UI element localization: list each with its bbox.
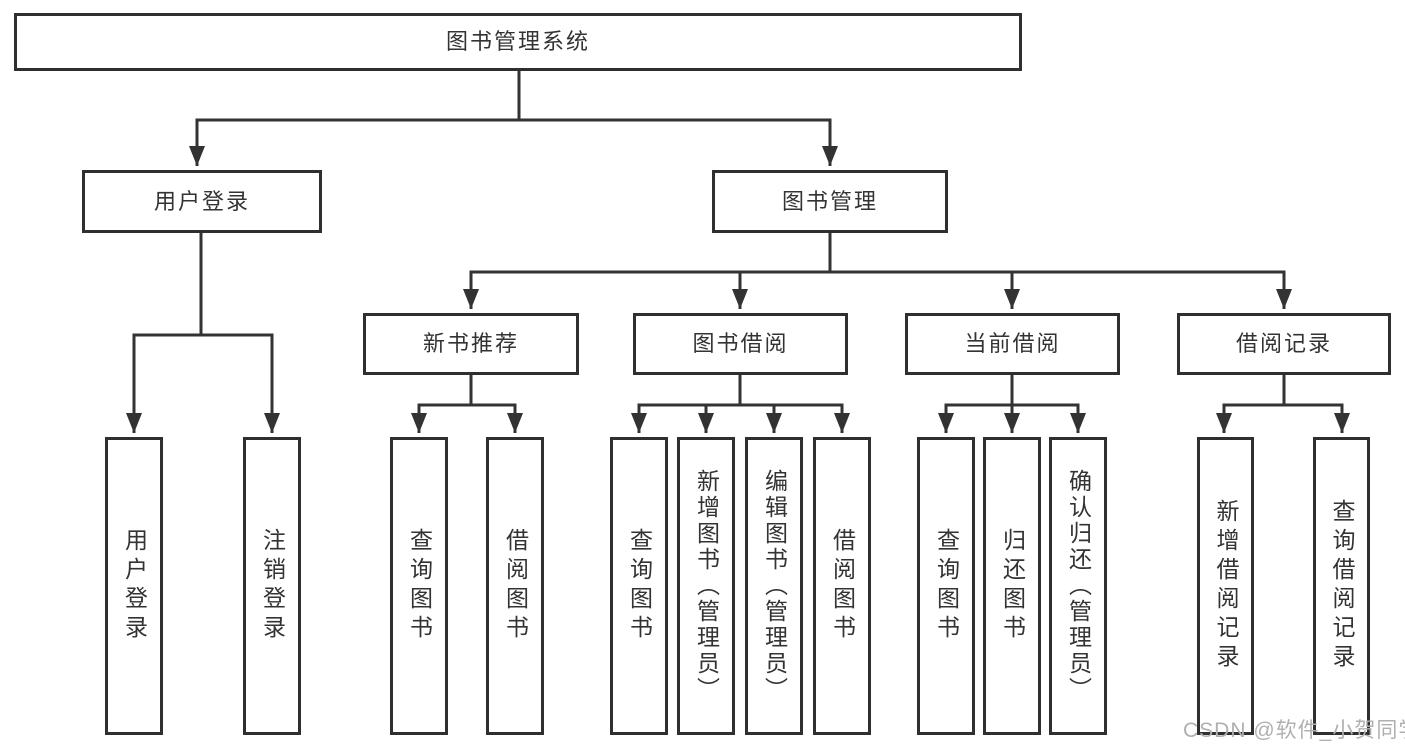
leaf-add-book-admin: 新增图书（管理员）	[677, 437, 735, 735]
node-borrow-records-label: 借阅记录	[1235, 331, 1332, 356]
node-new-book-recommend-label: 新书推荐	[422, 331, 519, 356]
leaf-borrow-books-2-label: 借阅图书	[829, 528, 856, 644]
node-user-login: 用户登录	[82, 170, 322, 233]
node-current-borrow: 当前借阅	[905, 313, 1120, 375]
leaf-edit-book-admin: 编辑图书（管理员）	[745, 437, 803, 735]
leaf-query-books-1-label: 查询图书	[406, 528, 433, 644]
leaf-return-book-label: 归还图书	[999, 528, 1026, 644]
node-current-borrow-label: 当前借阅	[964, 331, 1061, 356]
leaf-query-books-1: 查询图书	[390, 437, 448, 735]
leaf-query-books-3-label: 查询图书	[933, 528, 960, 644]
node-book-management: 图书管理	[712, 170, 948, 233]
node-root-label: 图书管理系统	[445, 29, 590, 54]
node-book-borrow-label: 图书借阅	[692, 331, 789, 356]
leaf-borrow-books-2: 借阅图书	[813, 437, 871, 735]
leaf-query-borrow-record-label: 查询借阅记录	[1329, 499, 1355, 673]
leaf-confirm-return-admin-label: 确认归还（管理员）	[1065, 469, 1092, 703]
leaf-user-login-label: 用户登录	[121, 528, 148, 644]
node-book-borrow: 图书借阅	[633, 313, 848, 375]
node-book-management-label: 图书管理	[781, 188, 878, 214]
node-user-login-label: 用户登录	[153, 188, 250, 214]
leaf-logout-label: 注销登录	[259, 528, 286, 644]
leaf-add-borrow-record: 新增借阅记录	[1197, 437, 1254, 735]
leaf-edit-book-admin-label: 编辑图书（管理员）	[761, 469, 788, 703]
leaf-user-login: 用户登录	[105, 437, 163, 735]
leaf-return-book: 归还图书	[983, 437, 1041, 735]
leaf-confirm-return-admin: 确认归还（管理员）	[1049, 437, 1107, 735]
watermark: CSDN @软件_小贺同学	[1183, 719, 1405, 742]
leaf-borrow-books-1: 借阅图书	[486, 437, 544, 735]
leaf-query-borrow-record: 查询借阅记录	[1313, 437, 1370, 735]
leaf-logout: 注销登录	[243, 437, 301, 735]
leaf-add-book-admin-label: 新增图书（管理员）	[693, 469, 720, 703]
node-borrow-records: 借阅记录	[1177, 313, 1391, 375]
leaf-query-books-3: 查询图书	[917, 437, 975, 735]
leaf-borrow-books-1-label: 借阅图书	[502, 528, 529, 644]
leaf-query-books-2-label: 查询图书	[626, 528, 653, 644]
leaf-query-books-2: 查询图书	[610, 437, 668, 735]
node-new-book-recommend: 新书推荐	[363, 313, 579, 375]
leaf-add-borrow-record-label: 新增借阅记录	[1213, 499, 1239, 673]
node-root: 图书管理系统	[14, 13, 1022, 71]
